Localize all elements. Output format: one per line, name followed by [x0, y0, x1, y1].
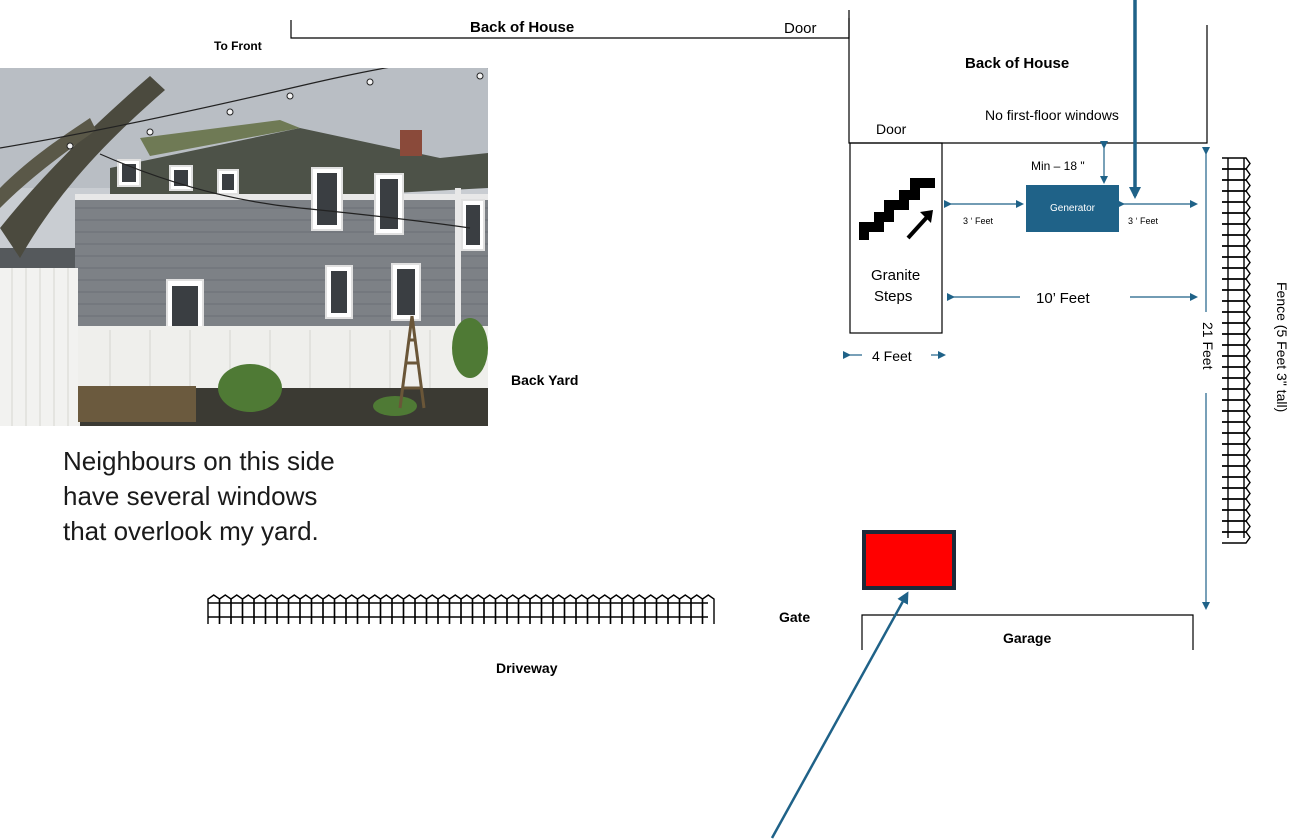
driveway-label: Driveway: [496, 660, 558, 676]
twenty-one-feet-label: 21 Feet: [1200, 322, 1216, 370]
generator-label: Generator: [1049, 203, 1096, 214]
granite-label-line2: Steps: [874, 288, 913, 305]
no-windows-label: No first-floor windows: [985, 107, 1119, 123]
min-clearance-label: Min – 18 ": [1031, 159, 1085, 173]
right-house-outline: [848, 10, 1208, 144]
driveway-fence: [207, 594, 715, 624]
caption-line-2: have several windows: [63, 481, 318, 511]
marker-pointer-arrow: [770, 591, 909, 839]
door-left-label: Door: [784, 20, 817, 37]
left-gap-label: 3 ‘ Feet: [963, 216, 994, 226]
gate-label: Gate: [779, 609, 811, 625]
generator-box: Generator: [1026, 185, 1119, 232]
door-right-label: Door: [876, 121, 907, 137]
generator-location-marker: [862, 530, 956, 590]
back-yard-label: Back Yard: [511, 372, 579, 388]
fence-label: Fence (5 Feet 3" tall): [1274, 282, 1290, 413]
back-of-house-right-label: Back of House: [965, 55, 1070, 72]
house-photo: [0, 68, 488, 426]
neighbour-caption: Neighbours on this side have several win…: [63, 444, 483, 549]
caption-line-3: that overlook my yard.: [63, 516, 319, 546]
four-feet-label: 4 Feet: [872, 348, 912, 364]
granite-label-line1: Granite: [871, 267, 921, 284]
to-front-label: To Front: [214, 39, 262, 53]
right-fence: [1222, 157, 1251, 544]
caption-line-1: Neighbours on this side: [63, 446, 335, 476]
ten-feet-label: 10’ Feet: [1036, 290, 1090, 307]
garage-label: Garage: [1003, 630, 1052, 646]
back-of-house-left-label: Back of House: [470, 19, 575, 36]
right-gap-label: 3 ‘ Feet: [1128, 216, 1159, 226]
granite-steps-box: [849, 142, 943, 334]
stairs-icon: [859, 178, 935, 240]
garage-outline: [861, 614, 1194, 650]
